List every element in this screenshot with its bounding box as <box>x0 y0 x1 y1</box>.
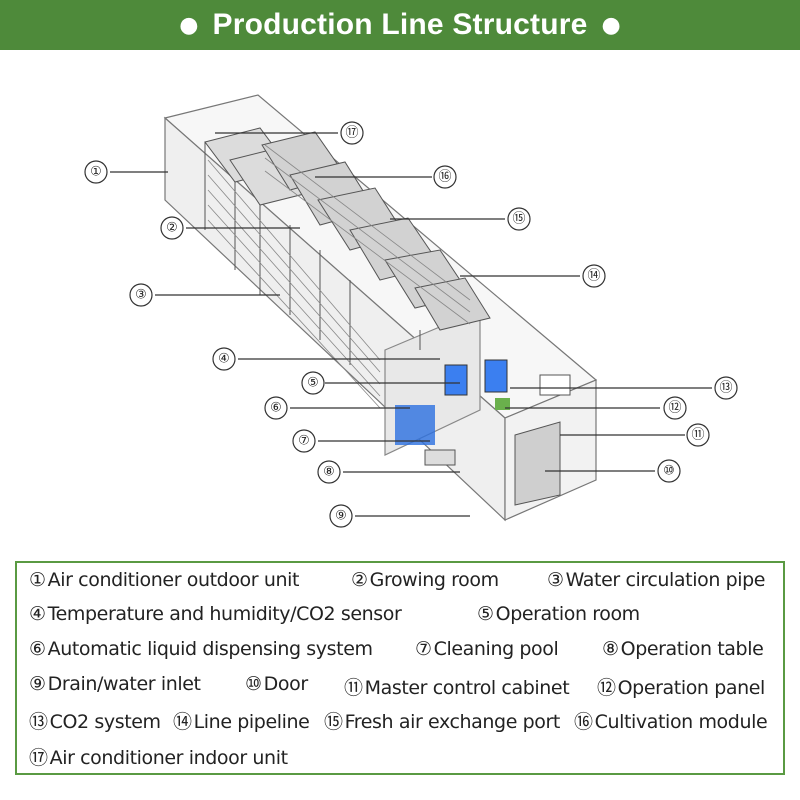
callout-13-circle <box>714 376 738 400</box>
callout-13: ⑬ <box>719 381 732 396</box>
callout-11-circle <box>686 423 710 447</box>
callout-12: ⑫ <box>668 401 681 416</box>
container-diagram: ① ② ③ ④ ⑤ ⑥ ⑦ ⑧ ⑨ ⑩ ⑪ ⑫ ⑬ ⑭ ⑮ ⑯ ⑰ <box>84 94 738 528</box>
door <box>514 421 561 506</box>
callout-6: ⑥ <box>270 401 282 416</box>
callout-4-circle <box>212 347 236 371</box>
callout-10: ⑩ <box>663 464 675 479</box>
callout-1: ① <box>90 165 102 180</box>
rack-8 <box>414 277 491 350</box>
callout-2-circle <box>160 216 184 240</box>
callout-5-circle <box>301 371 325 395</box>
page-title: Production Line Structure <box>212 8 588 41</box>
callout-14: ⑭ <box>587 269 600 284</box>
callout-15-circle <box>507 207 531 231</box>
header-banner: ● Production Line Structure ● <box>0 0 800 50</box>
callout-7: ⑦ <box>298 434 310 449</box>
callout-15: ⑮ <box>512 212 525 227</box>
cultivation-racks <box>204 127 491 365</box>
callout-5: ⑤ <box>307 376 319 391</box>
callout-11: ⑪ <box>691 428 704 443</box>
callout-6-circle <box>264 396 288 420</box>
callout-8-circle <box>317 460 341 484</box>
callout-14-circle <box>582 264 606 288</box>
bullet-dot-icon: ● <box>179 12 199 38</box>
master-control-cabinet <box>539 374 571 396</box>
callout-16: ⑯ <box>438 170 451 185</box>
bullet-dot-icon: ● <box>601 12 621 38</box>
callout-3: ③ <box>135 288 147 303</box>
callout-16-circle <box>433 165 457 189</box>
callout-8: ⑧ <box>323 465 335 480</box>
callout-9-circle <box>329 504 353 528</box>
window-left <box>444 364 468 396</box>
callout-9: ⑨ <box>335 509 347 524</box>
callout-17-circle <box>340 121 364 145</box>
callout-2: ② <box>166 221 178 236</box>
operation-panel <box>495 398 510 410</box>
cleaning-pool <box>424 449 456 466</box>
rack-shelves <box>207 144 471 409</box>
callout-7-circle <box>292 429 316 453</box>
callout-17: ⑰ <box>345 126 358 141</box>
callout-1-circle <box>84 160 108 184</box>
window-right <box>484 359 508 393</box>
operation-room-equipment <box>395 359 571 506</box>
callout-12-circle <box>663 396 687 420</box>
callout-3-circle <box>129 283 153 307</box>
callout-4: ④ <box>218 352 230 367</box>
liquid-dispensing-unit <box>395 405 435 445</box>
leader-lines <box>110 132 712 517</box>
callout-10-circle <box>657 459 681 483</box>
